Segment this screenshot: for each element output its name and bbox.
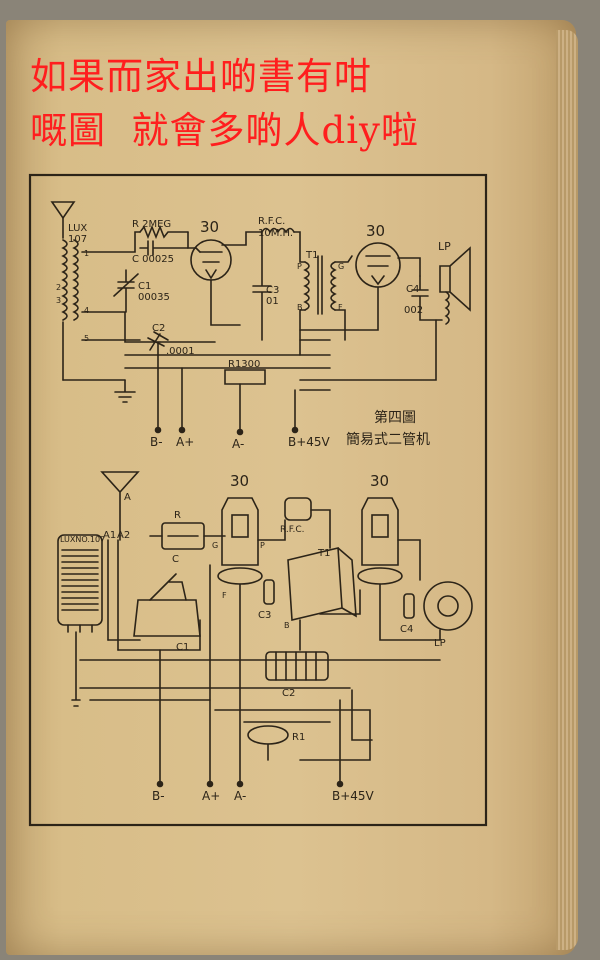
capacitor-c3-pictorial [263,579,275,605]
bottom-terminal-a-plus: A+ [202,789,220,803]
label-tube-1-g: G [212,541,218,550]
page-edge [556,30,578,950]
label-c2-pictorial: C2 [282,688,295,699]
variable-capacitor-c1-pictorial [133,599,201,637]
label-tap-2: 2 [56,283,61,292]
label-lux: LUX [68,223,87,234]
capacitor-c4-pictorial [403,593,415,619]
bottom-terminal-b-plus-45v: B+45V [332,789,375,803]
label-tube-2-pictorial: 30 [370,472,389,490]
label-c: C [172,554,179,565]
potentiometer-r1 [247,725,289,745]
top-schematic [50,201,471,436]
label-a1: A1 [103,530,116,541]
bottom-terminal-b-minus: B- [152,789,165,803]
label-c3-value: 01 [266,296,279,307]
lux-coil-secondary [72,239,79,321]
resistor-r1300 [224,369,266,385]
label-t1-g: G [338,262,344,271]
label-c1-value: 00035 [138,292,170,303]
label-coil: LUXNO.107 [60,535,105,544]
label-t1-p: P [297,262,302,271]
label-c-00025: C 00025 [132,254,174,265]
caption-line-1: 如果而家出啲書有咁 [30,55,372,98]
label-c3: C3 [266,285,279,296]
label-rfc-value: 10M.H. [258,228,293,239]
tube-2-schematic [355,242,401,288]
ground-symbol [114,379,136,403]
bottom-pictorial [57,471,473,788]
label-tube-1: 30 [200,218,219,236]
transformer-t1-pictorial [287,547,357,621]
label-a2: A2 [117,530,130,541]
label-r1-pictorial: R1 [292,732,305,743]
label-tap-3: 3 [56,296,61,305]
label-lp: LP [438,240,451,253]
label-tube-2: 30 [366,222,385,240]
label-t1: T1 [305,250,318,261]
label-t1-b-pictorial: B [284,621,290,630]
label-c2-value: .0001 [166,346,195,357]
label-tap-4: 4 [84,306,89,315]
transformer-t1-secondary [330,261,337,311]
tube-1-schematic [190,239,232,281]
variable-capacitor-c2 [147,331,169,351]
label-c1-pictorial: C1 [176,642,189,653]
label-t1-pictorial: T1 [317,548,330,559]
transformer-t1-primary [303,261,310,311]
label-c4: C4 [406,284,419,295]
label-c1: C1 [138,281,151,292]
tube-1-pictorial [221,497,259,566]
diagram-frame [28,173,488,827]
label-tube-1-p: P [260,541,265,550]
terminal-b-minus: B- [150,435,163,449]
label-r-2meg: R 2MEG [132,219,171,230]
label-t1-b: B [297,303,303,312]
capacitor-c3 [252,231,272,341]
caption-line-2: 嘅圖 就會多啲人diy啦 [30,109,419,152]
label-t1-f: F [338,303,343,312]
resistor-2meg [139,224,189,240]
label-rfc: R.F.C. [258,216,285,227]
loudspeaker-lp [439,246,471,312]
label-lux-num: 107 [68,234,87,245]
label-tap-1: 1 [84,249,89,258]
label-r: R [174,510,181,521]
label-lp-pictorial: LP [434,638,446,649]
label-rfc-pictorial: R.F.C. [280,525,305,535]
rfc-pictorial [284,497,312,521]
label-tube-1-pictorial: 30 [230,472,249,490]
terminal-a-minus: A- [232,437,244,451]
ground-pictorial [71,631,81,707]
terminal-b-plus-45v: B+45V [288,435,331,449]
antenna-symbol [50,201,76,220]
label-tap-5: 5 [84,334,89,343]
label-r1300: R1300 [228,359,260,370]
terminal-a-plus: A+ [176,435,194,449]
label-c4-pictorial: C4 [400,624,413,635]
label-c2: C2 [152,323,165,334]
top-title-line-1: 第四圖 [374,409,416,426]
variable-capacitor-c2-pictorial [265,651,329,681]
rfc-choke [261,227,295,234]
capacitor-c [139,240,189,256]
tube-2-pictorial [361,497,399,566]
capacitor-c4 [411,275,443,321]
label-c3-pictorial: C3 [258,610,271,621]
label-antenna: A [124,492,131,503]
lux-coil-primary [61,239,68,321]
label-tube-1-f: F [222,591,227,600]
top-title-line-2: 簡易式二管机 [346,432,430,448]
antenna-pictorial [100,471,140,541]
label-c4-value: 002 [404,305,423,316]
bottom-terminal-a-minus: A- [234,789,246,803]
loudspeaker-pictorial [423,581,473,631]
